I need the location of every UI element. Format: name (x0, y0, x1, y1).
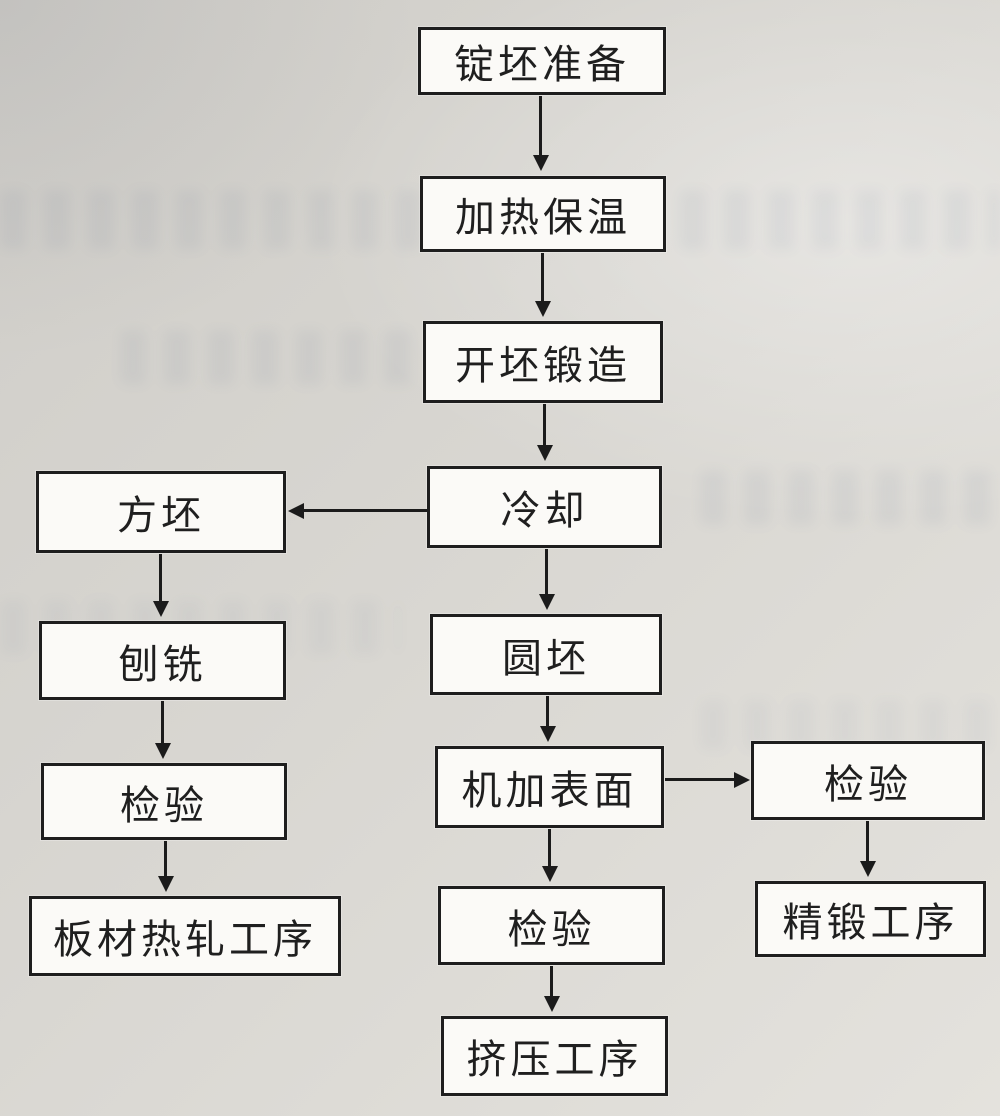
arrow-square-to-planing (159, 554, 162, 602)
arrow-machining-to-inspect (548, 829, 551, 867)
arrow-planing-to-inspect (161, 701, 164, 744)
bleedthrough-artifact (680, 190, 1000, 250)
node-inspection-center: 检验 (438, 886, 665, 965)
arrow-ingot-to-heating (539, 96, 542, 156)
arrow-machining-to-inspect-right (665, 778, 735, 781)
arrow-cogging-to-cooling (543, 404, 546, 446)
node-plate-hot-rolling: 板材热轧工序 (29, 896, 341, 976)
arrow-cooling-to-square (303, 509, 427, 512)
arrow-cooling-to-round (545, 549, 548, 595)
node-ingot-preparation: 锭坯准备 (418, 27, 666, 95)
node-square-billet: 方坯 (36, 471, 286, 553)
node-inspection-left: 检验 (41, 763, 287, 840)
node-inspection-right: 检验 (751, 741, 985, 820)
node-cogging-forging: 开坯锻造 (423, 321, 663, 403)
arrow-round-to-machining (546, 696, 549, 727)
bleedthrough-artifact (700, 470, 1000, 525)
node-precision-forging: 精锻工序 (755, 881, 986, 957)
arrow-inspect-to-extrusion (550, 966, 553, 997)
bleedthrough-artifact (120, 330, 420, 385)
arrow-inspect-to-rolling (164, 841, 167, 877)
arrow-heating-to-cogging (541, 253, 544, 302)
arrow-inspect-to-forging (866, 821, 869, 862)
node-round-billet: 圆坯 (430, 614, 662, 695)
node-planing-milling: 刨铣 (39, 621, 286, 700)
node-extrusion-process: 挤压工序 (441, 1016, 668, 1096)
bleedthrough-artifact (0, 190, 420, 250)
node-surface-machining: 机加表面 (435, 746, 664, 828)
node-cooling: 冷却 (427, 466, 662, 548)
node-heating-holding: 加热保温 (420, 176, 666, 252)
